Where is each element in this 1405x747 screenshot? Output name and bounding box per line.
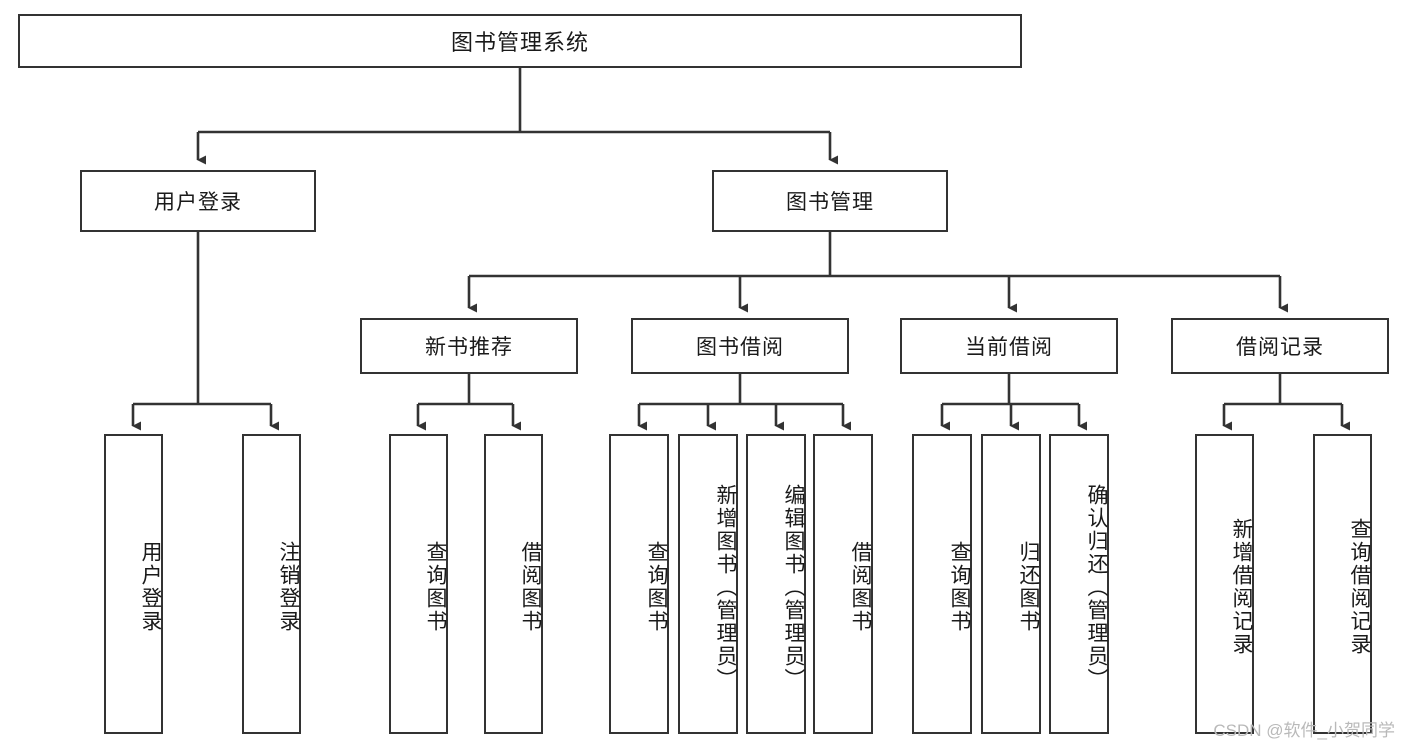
- node-label: 编辑图书（管理员）: [782, 483, 805, 691]
- node-label: 确认归还（管理员）: [1085, 483, 1108, 691]
- node-label: 借阅图书: [519, 541, 542, 633]
- node-label: 借阅图书: [849, 541, 872, 633]
- node-label: 归还图书: [1017, 541, 1040, 633]
- leaf-current-borrow-confirm-return[interactable]: 确认归还（管理员）: [1049, 434, 1109, 734]
- node-label: 用户登录: [139, 541, 162, 633]
- node-label: 借阅记录: [1236, 336, 1324, 359]
- leaf-book-borrow-query[interactable]: 查询图书: [609, 434, 669, 734]
- node-label: 用户登录: [154, 191, 242, 214]
- node-root-system[interactable]: 图书管理系统: [18, 14, 1022, 68]
- leaf-current-borrow-query[interactable]: 查询图书: [912, 434, 972, 734]
- leaf-book-borrow-borrow[interactable]: 借阅图书: [813, 434, 873, 734]
- leaf-book-borrow-edit[interactable]: 编辑图书（管理员）: [746, 434, 806, 734]
- leaf-new-book-query[interactable]: 查询图书: [389, 434, 448, 734]
- leaf-new-book-borrow[interactable]: 借阅图书: [484, 434, 543, 734]
- node-book-management[interactable]: 图书管理: [712, 170, 948, 232]
- node-label: 查询图书: [424, 541, 447, 633]
- node-book-borrow[interactable]: 图书借阅: [631, 318, 849, 374]
- node-label: 图书管理: [786, 191, 874, 214]
- node-current-borrow[interactable]: 当前借阅: [900, 318, 1118, 374]
- node-label: 图书借阅: [696, 336, 784, 359]
- node-label: 新增图书（管理员）: [714, 483, 737, 691]
- node-label: 查询借阅记录: [1348, 518, 1371, 656]
- node-label: 注销登录: [277, 541, 300, 633]
- leaf-borrow-record-query[interactable]: 查询借阅记录: [1313, 434, 1372, 734]
- node-label: 图书管理系统: [450, 30, 589, 55]
- node-label: 新增借阅记录: [1230, 518, 1253, 656]
- node-label: 当前借阅: [965, 336, 1053, 359]
- node-new-book-recommend[interactable]: 新书推荐: [360, 318, 578, 374]
- leaf-user-login-logout[interactable]: 注销登录: [242, 434, 301, 734]
- node-label: 查询图书: [948, 541, 971, 633]
- node-user-login[interactable]: 用户登录: [80, 170, 316, 232]
- leaf-book-borrow-add[interactable]: 新增图书（管理员）: [678, 434, 738, 734]
- watermark-text: CSDN @软件_小贺同学: [1213, 721, 1395, 740]
- leaf-current-borrow-return[interactable]: 归还图书: [981, 434, 1041, 734]
- node-label: 查询图书: [645, 541, 668, 633]
- node-borrow-record[interactable]: 借阅记录: [1171, 318, 1389, 374]
- leaf-user-login-login[interactable]: 用户登录: [104, 434, 163, 734]
- leaf-borrow-record-add[interactable]: 新增借阅记录: [1195, 434, 1254, 734]
- node-label: 新书推荐: [425, 336, 513, 359]
